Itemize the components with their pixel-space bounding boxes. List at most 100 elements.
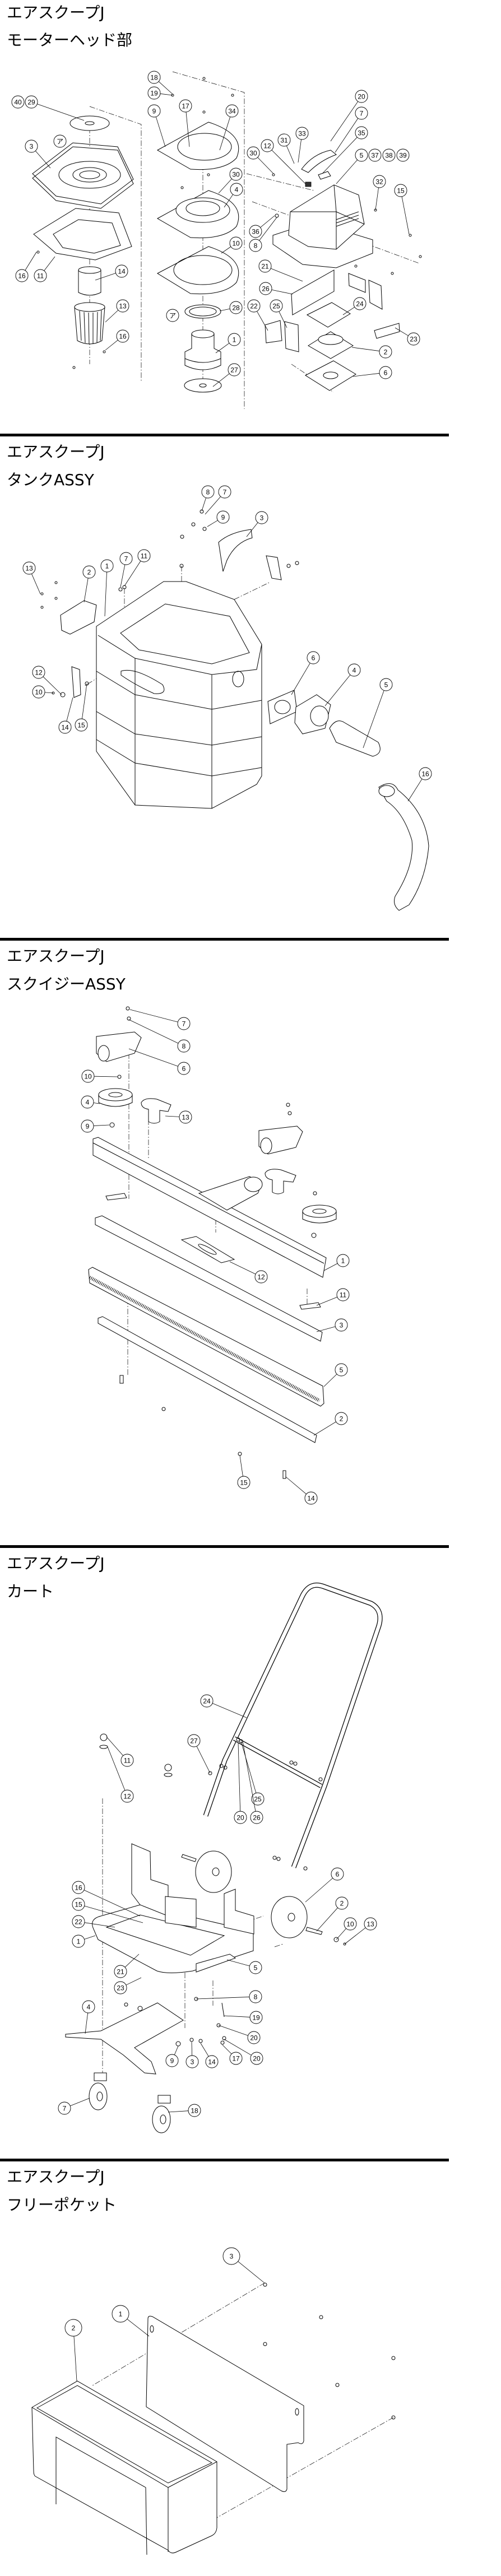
callout-circle (34, 269, 47, 282)
part-frame-1 (92, 1904, 254, 1973)
callout-9: 9 (147, 104, 166, 147)
callout-number: 19 (150, 90, 158, 97)
callout-number: 15 (77, 722, 85, 729)
callout-circle (147, 86, 161, 100)
part-hose-5 (329, 720, 381, 757)
callout-number: 10 (232, 240, 240, 248)
leader-line (160, 93, 173, 96)
callout-26: 26 (242, 1741, 263, 1824)
part-pad-25 (284, 321, 299, 352)
callout-number: 8 (254, 1993, 258, 2001)
callout-6: 6 (291, 651, 320, 695)
callout-number: 19 (252, 2014, 260, 2022)
section-subtitle-motor-head: モーターヘッド部 (7, 31, 133, 49)
callout-circle (166, 309, 179, 322)
callout-4: 4 (81, 1095, 100, 1109)
callout-circle (72, 1935, 85, 1948)
section-divider (0, 1545, 449, 1548)
callout-20: 20 (330, 90, 368, 142)
leader-line (242, 1741, 256, 1812)
leader-line (224, 2039, 252, 2056)
callout-number: 30 (232, 171, 240, 179)
callout-17: 17 (222, 2044, 243, 2065)
leader-line (219, 117, 231, 151)
part-latch (266, 555, 282, 580)
section-divider (0, 434, 449, 436)
callout-7: 7 (119, 552, 133, 588)
callout-9: 9 (165, 2045, 179, 2067)
callout-2: 2 (82, 565, 96, 603)
leader-line (185, 111, 190, 147)
leader-line (124, 1954, 140, 1968)
callout-number: 6 (384, 369, 388, 377)
callout-7: 7 (129, 1009, 191, 1030)
part-squeegee-body-1 (92, 1137, 327, 1278)
leader-line (260, 215, 275, 228)
leader-line (35, 151, 51, 169)
callout-number: 27 (230, 366, 238, 374)
callout-1: 1 (112, 2305, 150, 2337)
callout-11: 11 (106, 1736, 134, 1767)
callout-circle (114, 1981, 127, 1994)
callout-number: 25 (272, 303, 280, 310)
callout-circle (187, 1734, 201, 1747)
callout-number: 2 (87, 569, 91, 576)
leader-line (93, 1103, 100, 1104)
callout-25: 25 (270, 299, 287, 328)
callout-circle (261, 139, 274, 152)
callout-32: 32 (373, 175, 386, 211)
callout-15: 15 (75, 683, 88, 732)
leader-line (207, 520, 218, 527)
leader-line (285, 1476, 307, 1495)
leader-line (323, 1374, 337, 1387)
callout-26: 26 (259, 282, 293, 295)
leader-line (323, 1263, 338, 1271)
callout-16: 16 (72, 1881, 141, 1917)
callout-14: 14 (200, 2043, 219, 2068)
leader-line (128, 1019, 179, 1044)
callout-number: 18 (191, 2107, 198, 2115)
section-divider (0, 938, 449, 941)
leader-line (313, 1421, 336, 1436)
callout-circle (75, 718, 88, 732)
part-pad-11 (299, 1302, 321, 1310)
callout-circle (137, 549, 151, 562)
callout-circle (254, 1270, 268, 1284)
callout-circle (355, 106, 368, 120)
leader-line (395, 327, 409, 336)
callout-circle (120, 1754, 134, 1767)
callout-number: 15 (75, 1901, 82, 1909)
leader-line (226, 1959, 250, 1966)
callout-circle (335, 1363, 348, 1377)
callout-circle (81, 1070, 95, 1083)
callout-19: 19 (224, 2011, 263, 2024)
callout-17: 17 (179, 99, 192, 147)
callout-13: 13 (105, 299, 129, 323)
part-switch-12 (305, 182, 312, 187)
callout-circle (304, 1491, 318, 1505)
part-plate-10 (156, 246, 239, 295)
callout-number: 23 (117, 1984, 124, 1992)
callout-circle (120, 1789, 134, 1803)
callout-13: 13 (165, 1110, 192, 1124)
callout-19: 19 (147, 86, 173, 100)
callout-16: 16 (15, 252, 37, 282)
callout-circle (177, 1062, 191, 1075)
section-subtitle-cart: カート (7, 1582, 54, 1601)
callout-circle (331, 1867, 344, 1881)
callout-circle (229, 301, 243, 314)
part-pad-23 (374, 323, 400, 339)
leader-line (105, 340, 118, 351)
callout-circle (355, 90, 368, 103)
callout-4: 4 (82, 2000, 95, 2034)
callout-number: 3 (260, 514, 264, 522)
callout-number: 11 (37, 272, 44, 280)
callout-number: 12 (257, 1273, 265, 1281)
part-frame-plate (224, 1889, 254, 1935)
callout-38: 38 (382, 148, 396, 162)
callout-circle (229, 236, 243, 250)
section-subtitle-squeegee: スクイジーASSY (7, 975, 126, 993)
leader-line (316, 1326, 336, 1332)
callout-number: 21 (261, 263, 269, 271)
